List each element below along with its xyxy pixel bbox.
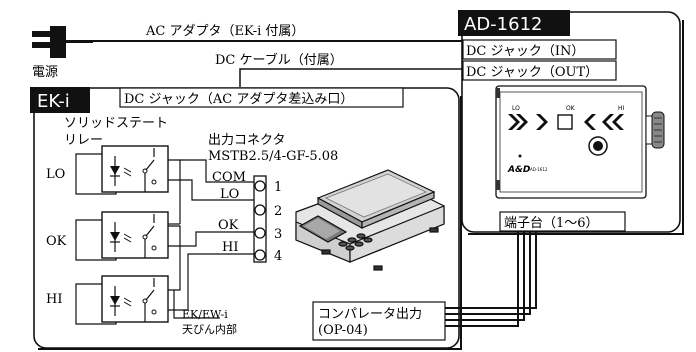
pin-number-4: 4 [274,249,282,264]
ad-1612-title: AD-1612 [464,14,542,35]
device-brand-logo: A&D [507,165,531,175]
panel-label-lo: LO [512,105,520,112]
pin-signal-hi: HI [222,240,238,255]
ok-chevron-icon [536,114,548,130]
dc-jack-in-label: DC ジャック（IN） [466,44,584,59]
ad-1612-device: LO OK HI A&D AD-1612 [495,85,665,199]
dc-cable [239,68,464,87]
device-model-small: AD-1612 [530,167,548,172]
relay-hi: HI [46,275,169,325]
relay-wiring [168,159,256,319]
ek-i-title: EK-i [37,91,70,112]
lo-chevron-icon [508,114,528,130]
hi-chevron-icon [584,114,624,130]
comparator-output-label: コンパレータ出力 [318,307,422,322]
connector-model-label: MSTB2.5/4-GF-5.08 [208,149,338,164]
ac-adapter-label: AC アダプタ（EK-i 付属） [145,24,304,39]
panel-label-hi: HI [618,105,625,112]
pin-signal-com: COM [212,170,246,185]
power-plug-icon [32,26,93,58]
relay-lo: LO [46,145,169,195]
balance-illustration [295,169,445,271]
dc-cable-label: DC ケーブル（付属） [215,52,343,68]
pin-number-2: 2 [274,204,282,219]
pin-signal-lo: LO [220,187,239,202]
relay-lo-label: LO [46,167,65,182]
output-connector [253,175,267,263]
relay-ok: OK [46,211,169,261]
relay-hi-label: HI [46,292,62,307]
power-label: 電源 [32,65,58,80]
ek-dc-jack-label: DC ジャック（AC アダプタ差込み口） [124,92,353,107]
ok-square-icon [557,114,573,130]
terminal-block-label: 端子台（1～6） [504,216,599,231]
output-connector-label: 出力コネクタ [208,133,285,148]
dc-jack-out-label: DC ジャック（OUT） [466,65,598,80]
balance-internal-line1: EK/EW-i [182,308,228,321]
relay-ok-label: OK [46,234,67,249]
ssr-label-line2: リレー [64,133,103,148]
pin-number-1: 1 [274,180,282,195]
comparator-option-label: (OP-04) [318,323,368,338]
balance-internal-line2: 天びん内部 [182,322,237,336]
ssr-label-line1: ソリッドステート [64,116,168,131]
pin-number-3: 3 [274,227,282,242]
panel-label-ok: OK [566,105,576,112]
pin-signal-ok: OK [218,218,239,233]
